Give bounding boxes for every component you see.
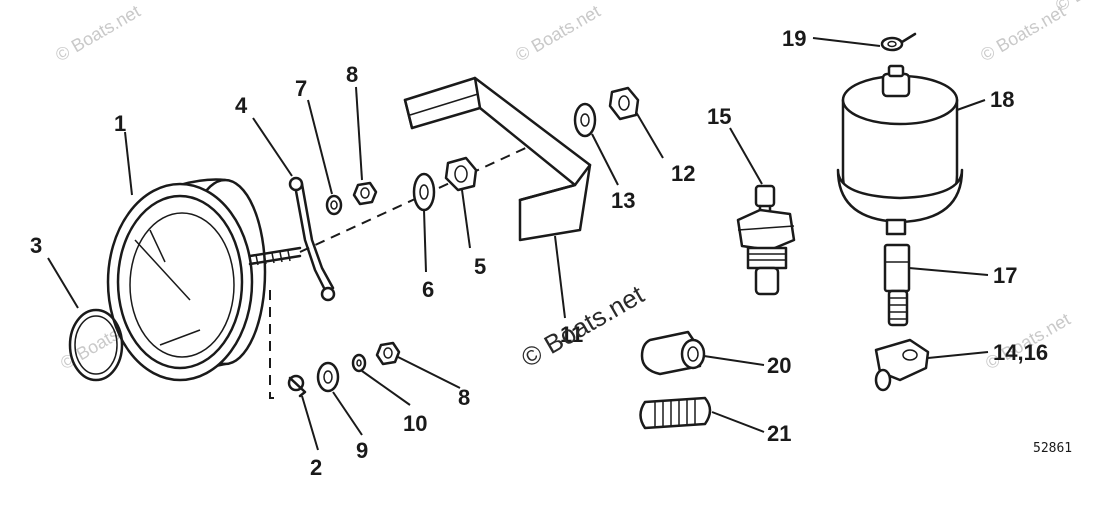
callout-11: 11 <box>560 322 583 347</box>
callout-8-upper: 8 <box>346 62 358 87</box>
watermark-center: © Boats.net <box>516 279 650 373</box>
coupling-part-20 <box>640 330 706 376</box>
callout-4: 4 <box>235 93 248 118</box>
callout-18: 18 <box>990 87 1014 112</box>
callout-14-16: 14,16 <box>993 340 1048 365</box>
callout-8-lower: 8 <box>458 385 470 410</box>
callout-3: 3 <box>30 233 42 258</box>
gauge-part-1 <box>106 178 302 382</box>
callout-15: 15 <box>707 104 731 129</box>
callout-19: 19 <box>782 26 806 51</box>
washer-part-9 <box>316 361 340 393</box>
callout-17: 17 <box>993 263 1017 288</box>
lock-washer-part-13 <box>573 102 597 138</box>
assembly-lines <box>269 145 531 399</box>
elbow-part-14-16 <box>874 338 930 392</box>
callout-12: 12 <box>671 161 695 186</box>
washer-part-7 <box>325 194 343 216</box>
callout-20: 20 <box>767 353 791 378</box>
bracket-part-11 <box>403 76 592 242</box>
watermark: © Boats.net <box>1052 0 1114 15</box>
callout-13: 13 <box>611 188 635 213</box>
leader-lines <box>47 37 989 451</box>
filter-part-18 <box>836 64 964 236</box>
nut-part-5 <box>444 156 478 192</box>
watermark: © Boats.net <box>512 1 604 65</box>
nut-part-8-lower <box>375 341 401 366</box>
callout-10: 10 <box>403 411 427 436</box>
callout-9: 9 <box>356 438 368 463</box>
callout-6: 6 <box>422 277 434 302</box>
watermark: © Boats.net <box>977 1 1069 65</box>
callout-2: 2 <box>310 455 322 480</box>
lock-washer-part-10 <box>351 353 367 373</box>
callout-labels: 1 3 4 7 8 6 5 11 12 13 15 18 19 17 14,16… <box>30 26 1048 480</box>
watermark: © Boats.net <box>52 1 144 65</box>
terminal-part-2 <box>287 374 307 398</box>
nipple-part-21 <box>639 396 712 430</box>
diagram-reference-number: 52861 <box>1033 441 1072 456</box>
callout-5: 5 <box>474 254 486 279</box>
callout-1: 1 <box>114 111 126 136</box>
nut-part-8-upper <box>352 181 378 206</box>
callout-21: 21 <box>767 421 791 446</box>
nut-part-12 <box>608 86 640 121</box>
lock-washer-part-6 <box>412 172 436 212</box>
fitting-part-17 <box>883 243 911 327</box>
o-ring-part-3 <box>68 308 124 382</box>
callout-7: 7 <box>295 76 307 101</box>
terminal-part-19 <box>880 32 917 52</box>
sender-part-15 <box>736 184 796 296</box>
wire-strap-part-4 <box>288 176 336 302</box>
